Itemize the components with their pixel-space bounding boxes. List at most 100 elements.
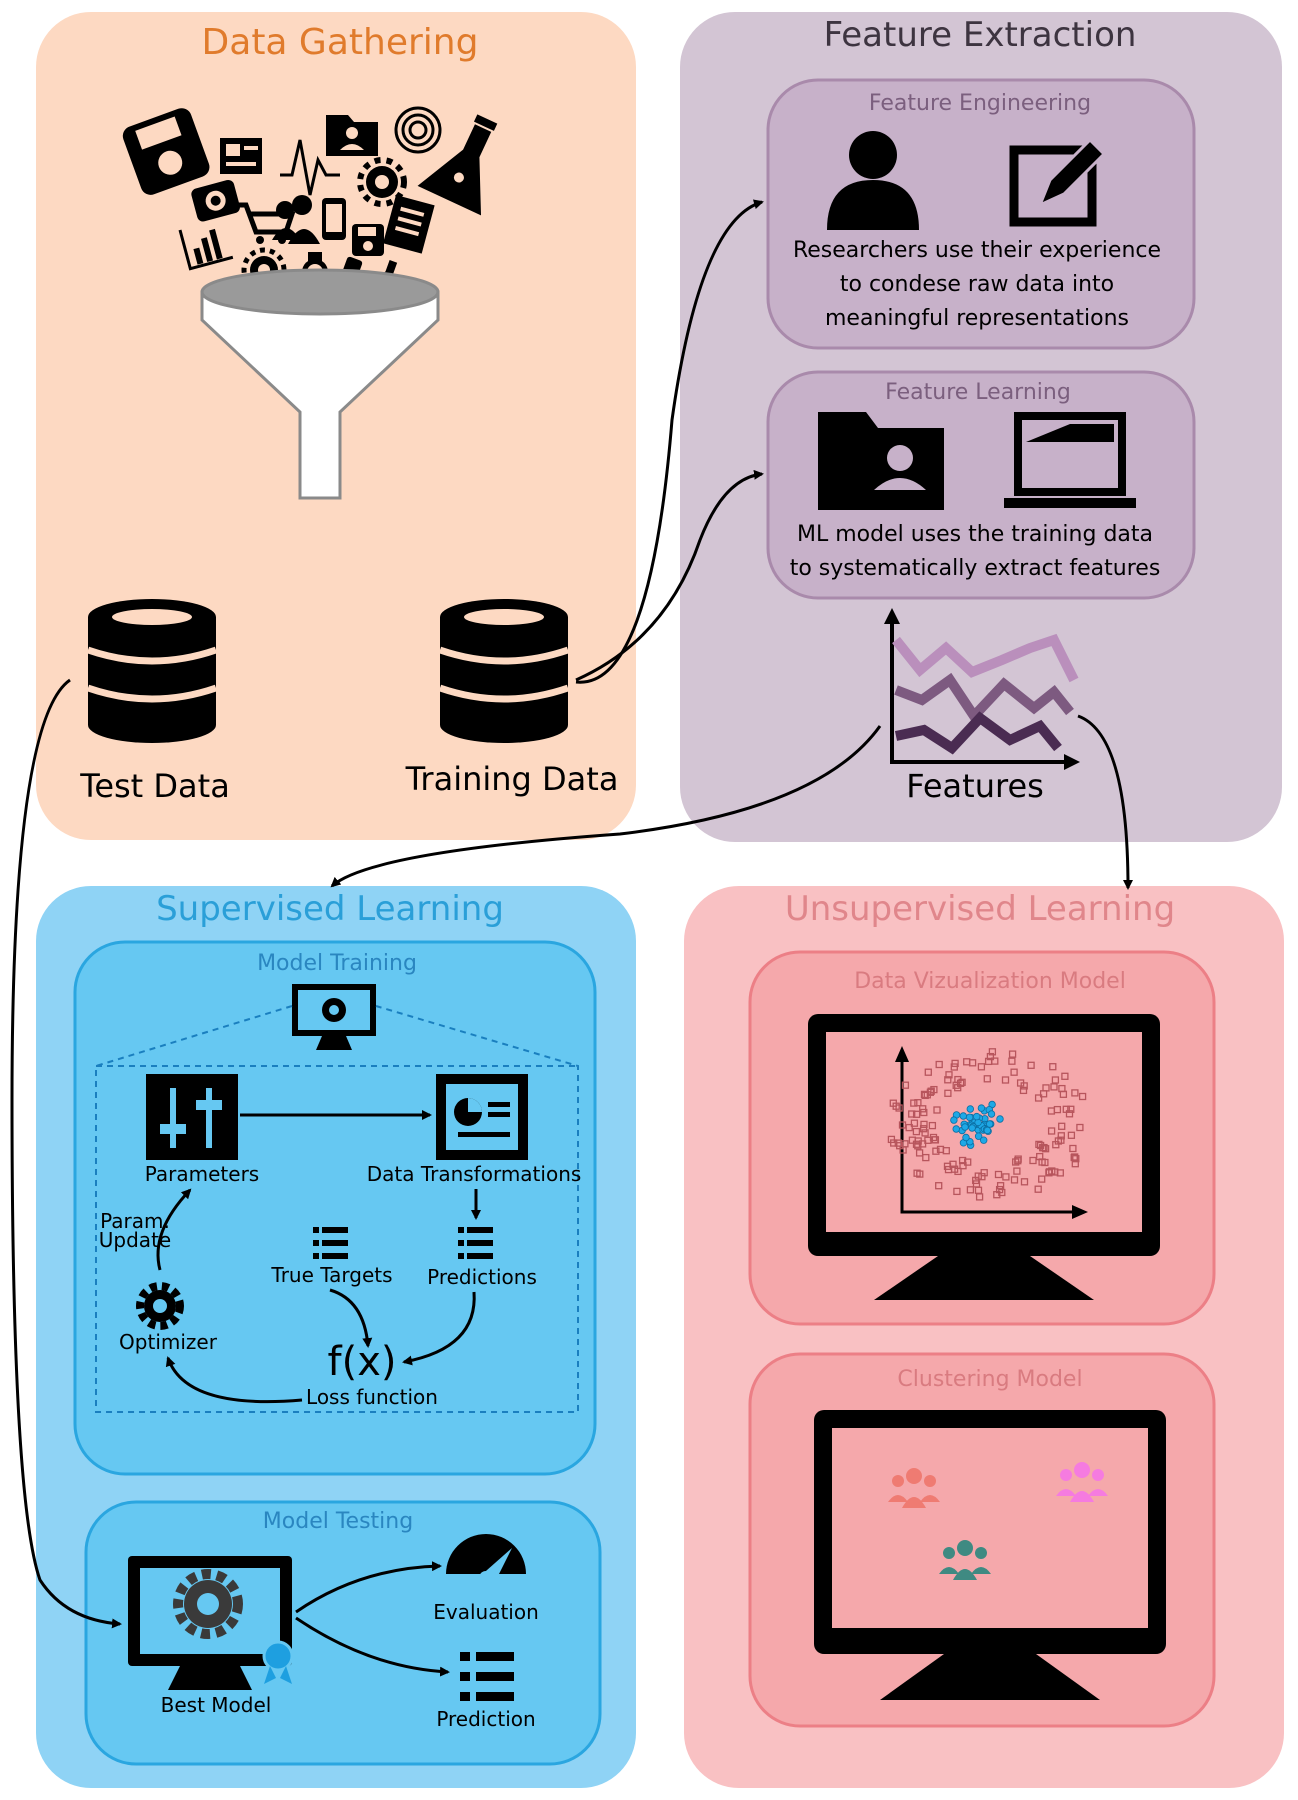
scatter-point-outer [914, 1099, 922, 1107]
floppy-disk-icon [122, 108, 210, 195]
feature-learning-title: Feature Learning [885, 380, 1071, 405]
training-data-database-icon [438, 599, 570, 743]
scatter-point-outer [1002, 1173, 1010, 1181]
true-targets-list-icon [313, 1227, 348, 1259]
optimizer-label: Optimizer [119, 1330, 218, 1354]
feature-extraction-panel: Feature Extraction Feature Engineering R… [680, 12, 1282, 842]
bar-chart-icon [178, 228, 234, 271]
training-dashed-region [95, 1005, 579, 1413]
feature-extraction-title: Feature Extraction [824, 15, 1137, 55]
scatter-point-outer [942, 1147, 950, 1155]
scatter-point-outer [975, 1193, 984, 1201]
unsupervised-learning-title: Unsupervised Learning [785, 889, 1175, 929]
scatter-point-outer [920, 1108, 928, 1117]
scatter-point-outer [1027, 1061, 1035, 1069]
best-model-to-prediction-arrow [295, 1616, 450, 1677]
features-to-supervised-arrow [330, 725, 882, 888]
scatter-point-outer [1058, 1122, 1066, 1130]
funnel-icon [200, 268, 440, 500]
scatter-point-inner [968, 1124, 976, 1132]
scatter-point-outer [1013, 1167, 1021, 1175]
scatter-point-outer [950, 1165, 959, 1173]
scatter-point-inner [961, 1123, 969, 1131]
scatter-point-outer [988, 1048, 997, 1056]
optimizer-to-parameters-arrow [156, 1188, 192, 1271]
scatter-point-outer [931, 1136, 939, 1144]
scatter-point-outer [986, 1052, 995, 1061]
scatter-point-outer [1010, 1068, 1018, 1076]
true-targets-label: True Targets [270, 1263, 392, 1287]
scatter-point-outer [1042, 1084, 1050, 1092]
scatter-point-outer [1059, 1090, 1068, 1098]
scatter-point-outer [922, 1153, 930, 1162]
scatter-point-outer [1038, 1175, 1046, 1183]
scatter-point-outer [1045, 1168, 1054, 1176]
phone-icon [322, 198, 346, 240]
scatter-point-outer [912, 1127, 921, 1136]
scatter-point-outer [1047, 1127, 1056, 1135]
scatter-point-inner [980, 1136, 988, 1144]
scatter-point-inner [986, 1120, 994, 1128]
data-visualization-box: Data Vizualization Model [748, 950, 1216, 1326]
features-line-chart-icon [884, 608, 1080, 770]
scatter-point-inner [996, 1115, 1004, 1123]
feature-learning-box: Feature Learning ML model uses the train… [766, 370, 1196, 600]
scatter-point-outer [887, 1135, 896, 1144]
supervised-learning-panel: Supervised Learning Model Training Param… [36, 886, 636, 1788]
scatter-point-outer [908, 1136, 917, 1144]
edit-icon [1009, 137, 1107, 227]
clustering-title: Clustering Model [897, 1367, 1082, 1392]
gear-icon [357, 157, 407, 207]
scatter-point-outer [1008, 1057, 1016, 1065]
heartbeat-icon [280, 139, 340, 196]
scatter-point-outer [983, 1075, 991, 1083]
scatter-point-inner [962, 1133, 970, 1142]
scatter-point-outer [1062, 1105, 1070, 1113]
scatter-point-outer [1039, 1144, 1047, 1152]
scatter-point-outer [996, 1182, 1005, 1190]
loss-to-optimizer-arrow [165, 1356, 303, 1404]
scatter-point-outer [1014, 1155, 1022, 1163]
scatter-point-outer [928, 1121, 937, 1130]
scatter-point-outer [1057, 1132, 1065, 1140]
researcher-icon [827, 131, 919, 230]
scatter-point-outer [1029, 1156, 1037, 1165]
scatter-point-outer [901, 1081, 910, 1089]
scatter-point-outer [914, 1142, 922, 1150]
evaluation-gauge-icon [446, 1534, 526, 1614]
feature-learning-desc-1: ML model uses the training data [797, 522, 1153, 547]
camera-icon [191, 179, 240, 222]
scatter-point-outer [1061, 1072, 1069, 1080]
model-testing-title: Model Testing [263, 1509, 413, 1534]
scatter-point-inner [966, 1105, 974, 1113]
test-data-to-best-model-arrow [10, 678, 122, 1629]
scatter-point-outer [995, 1185, 1004, 1194]
true-targets-to-loss-arrow [329, 1288, 373, 1348]
scatter-point-inner [973, 1112, 981, 1121]
test-data-label: Test Data [79, 767, 230, 805]
scatter-point-outer [935, 1182, 943, 1190]
scatter-point-outer [994, 1170, 1003, 1179]
scatter-point-outer [1053, 1105, 1062, 1114]
predictions-list-icon [458, 1227, 493, 1259]
document-icon [383, 195, 435, 254]
scatter-point-outer [889, 1099, 897, 1107]
parameters-label: Parameters [145, 1162, 259, 1186]
scatter-point-outer [968, 1059, 977, 1067]
cluster-group-icon-pink [1056, 1462, 1108, 1502]
profile-folder-icon [326, 115, 378, 156]
loss-function-label: Loss function [306, 1385, 438, 1409]
scatter-point-outer [1051, 1076, 1060, 1084]
scatter-point-outer [1034, 1094, 1043, 1102]
scatter-point-outer [1020, 1178, 1029, 1186]
scatter-point-outer [921, 1129, 929, 1137]
scatter-point-outer [915, 1149, 924, 1157]
scatter-point-outer [1071, 1089, 1079, 1097]
scatter-point-outer [896, 1142, 904, 1150]
scatter-point-outer [958, 1078, 966, 1086]
laptop-icon [1004, 412, 1136, 508]
scatter-point-outer [930, 1085, 938, 1094]
flask-icon [417, 114, 498, 216]
best-model-monitor-icon [128, 1556, 294, 1690]
features-label: Features [906, 767, 1044, 805]
